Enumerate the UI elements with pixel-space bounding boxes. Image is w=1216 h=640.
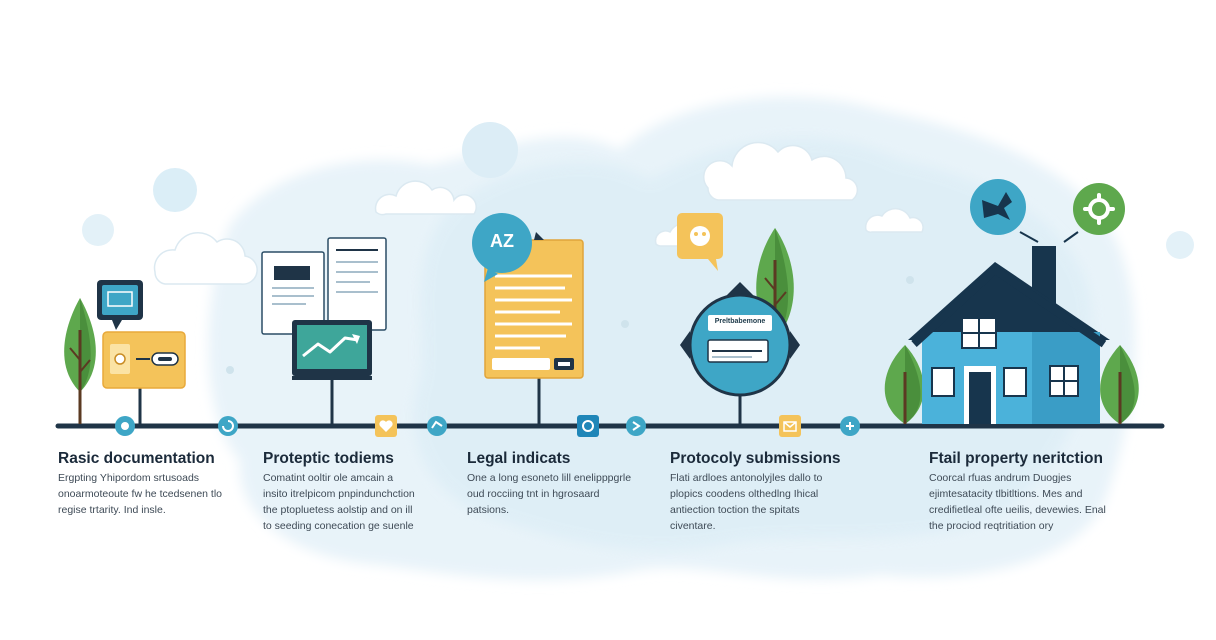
form-card-label: Preltbabemone bbox=[714, 318, 766, 325]
node-icon bbox=[626, 416, 646, 436]
node-icon bbox=[427, 416, 447, 436]
house-icon bbox=[908, 246, 1110, 424]
tree-icon bbox=[884, 345, 924, 424]
step-5-title: Ftail property neritction bbox=[929, 450, 1103, 467]
step-2-description: Comatint ooltir ole amcain a insito itre… bbox=[263, 472, 415, 532]
chat-bubble-icon bbox=[472, 213, 544, 282]
timeline-nodes bbox=[115, 415, 860, 437]
tree-icon bbox=[1100, 345, 1139, 424]
step-3-description: One a long esoneto lill enelipppgrle oud… bbox=[467, 472, 632, 516]
gear-icon bbox=[1063, 183, 1125, 243]
step-4-title: Protocoly submissions bbox=[670, 450, 841, 467]
node-icon bbox=[840, 416, 860, 436]
document-stack bbox=[261, 237, 387, 335]
node-icon bbox=[218, 416, 238, 436]
step-2-title: Proteptic todiems bbox=[263, 450, 394, 467]
tree-icon bbox=[64, 298, 96, 424]
step-5-description: Coorcal rfuas andrum Duogjes ejimtesatac… bbox=[929, 472, 1106, 532]
step-1-title: Rasic documentation bbox=[58, 450, 215, 467]
step-4-description: Flati ardloes antonolyjles dallo to plop… bbox=[670, 472, 823, 532]
chart-monitor-icon bbox=[292, 320, 372, 380]
bird-icon bbox=[970, 179, 1039, 243]
timeline bbox=[55, 378, 1165, 429]
checklist-card bbox=[102, 331, 186, 389]
warning-badge-icon bbox=[677, 213, 723, 271]
mail-icon bbox=[779, 415, 801, 437]
node-icon bbox=[577, 415, 599, 437]
form-circle-icon bbox=[680, 282, 800, 397]
step-1-description: Ergpting Yhipordom srtusoads onoarmoteou… bbox=[58, 472, 223, 516]
node-icon bbox=[115, 416, 135, 436]
doc-badge-label: AZ bbox=[490, 231, 514, 251]
heart-icon bbox=[375, 415, 397, 437]
monitor-card-icon bbox=[97, 280, 143, 330]
step-3-title: Legal indicats bbox=[467, 450, 571, 467]
